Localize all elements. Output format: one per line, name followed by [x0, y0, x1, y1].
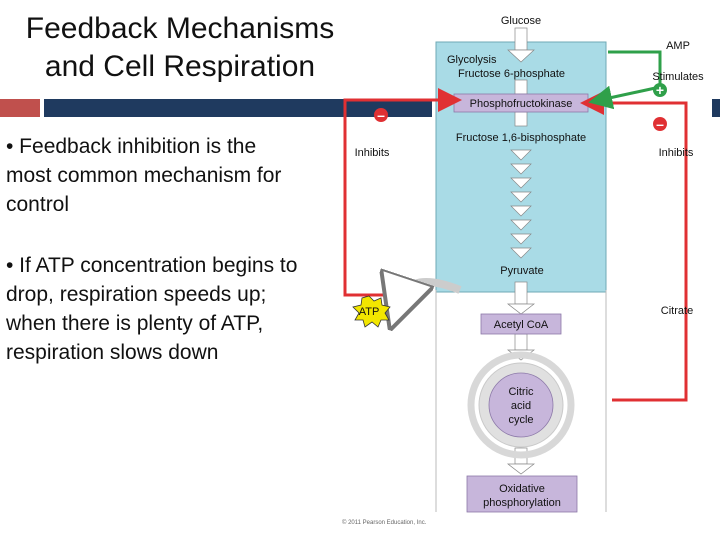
label-glucose: Glucose [501, 15, 541, 27]
pathway-arrow-low [514, 111, 528, 127]
arrow-acetylcoa-to-cycle [514, 333, 528, 351]
label-atp: ATP [359, 306, 380, 318]
arrow-pyruvate-head [506, 303, 536, 315]
oxphos-box [466, 475, 578, 513]
label-inhibits-right: Inhibits [659, 147, 694, 159]
minus-sign-right: – [656, 116, 664, 132]
copyright: © 2011 Pearson Education, Inc. [342, 519, 427, 526]
header-bar-accent [0, 99, 40, 117]
label-oxphos-1: Oxidative [499, 483, 545, 495]
minus-badge-right [653, 117, 667, 131]
label-acetylcoa: Acetyl CoA [494, 319, 549, 331]
header-bar-main [44, 99, 432, 117]
label-citrate: Citrate [661, 305, 693, 317]
inhibit-path-left [343, 88, 462, 297]
title-line-2: and Cell Respiration [44, 50, 316, 83]
atp-arrow [400, 282, 462, 300]
bullet-item-1: • Feedback inhibition is the most common… [6, 135, 282, 216]
mitochondrion-outline [435, 290, 607, 512]
pathway-chevrons [510, 149, 532, 259]
plus-badge [653, 83, 667, 97]
bullet-item-2: • If ATP concentration begins to drop, r… [6, 254, 298, 364]
plus-sign: + [656, 82, 664, 98]
label-glycolysis: Glycolysis [447, 54, 497, 66]
label-oxphos-2: phosphorylation [483, 497, 561, 509]
label-pyruvate: Pyruvate [500, 265, 543, 277]
label-f6p: Fructose 6-phosphate [458, 68, 565, 80]
atp-burst [352, 295, 391, 328]
arrow-pyruvate-to-acetylcoa [514, 281, 528, 305]
minus-badge-left [374, 108, 388, 122]
arrow-cycle-head [506, 463, 536, 475]
header-bar [0, 99, 720, 117]
label-amp: AMP [666, 40, 690, 52]
label-citric-1: Citric [508, 386, 534, 398]
inhibit-path-right [580, 91, 688, 402]
pathway-arrow-top [514, 27, 528, 51]
acetylcoa-box [480, 313, 562, 335]
header-bar-end [712, 99, 720, 117]
citric-acid-cycle-core [488, 372, 554, 438]
label-f16bp: Fructose 1,6-bisphosphate [456, 132, 586, 144]
pathway-arrow-mid [514, 79, 528, 95]
label-stimulates: Stimulates [652, 71, 704, 83]
stimulate-path [588, 50, 662, 110]
label-citric-2: acid [511, 400, 531, 412]
label-inhibits-left: Inhibits [355, 147, 390, 159]
pathway-arrow-top-head [507, 49, 535, 63]
citric-acid-cycle-arc [467, 351, 575, 459]
label-pfk: Phosphofructokinase [470, 98, 573, 110]
minus-sign-left: – [377, 107, 385, 123]
bullet-list: • Feedback inhibition is the most common… [6, 132, 306, 399]
label-citric-3: cycle [508, 414, 533, 426]
title-line-1: Feedback Mechanisms [25, 12, 335, 45]
slide-title: Feedback Mechanisms and Cell Respiration [0, 10, 360, 86]
